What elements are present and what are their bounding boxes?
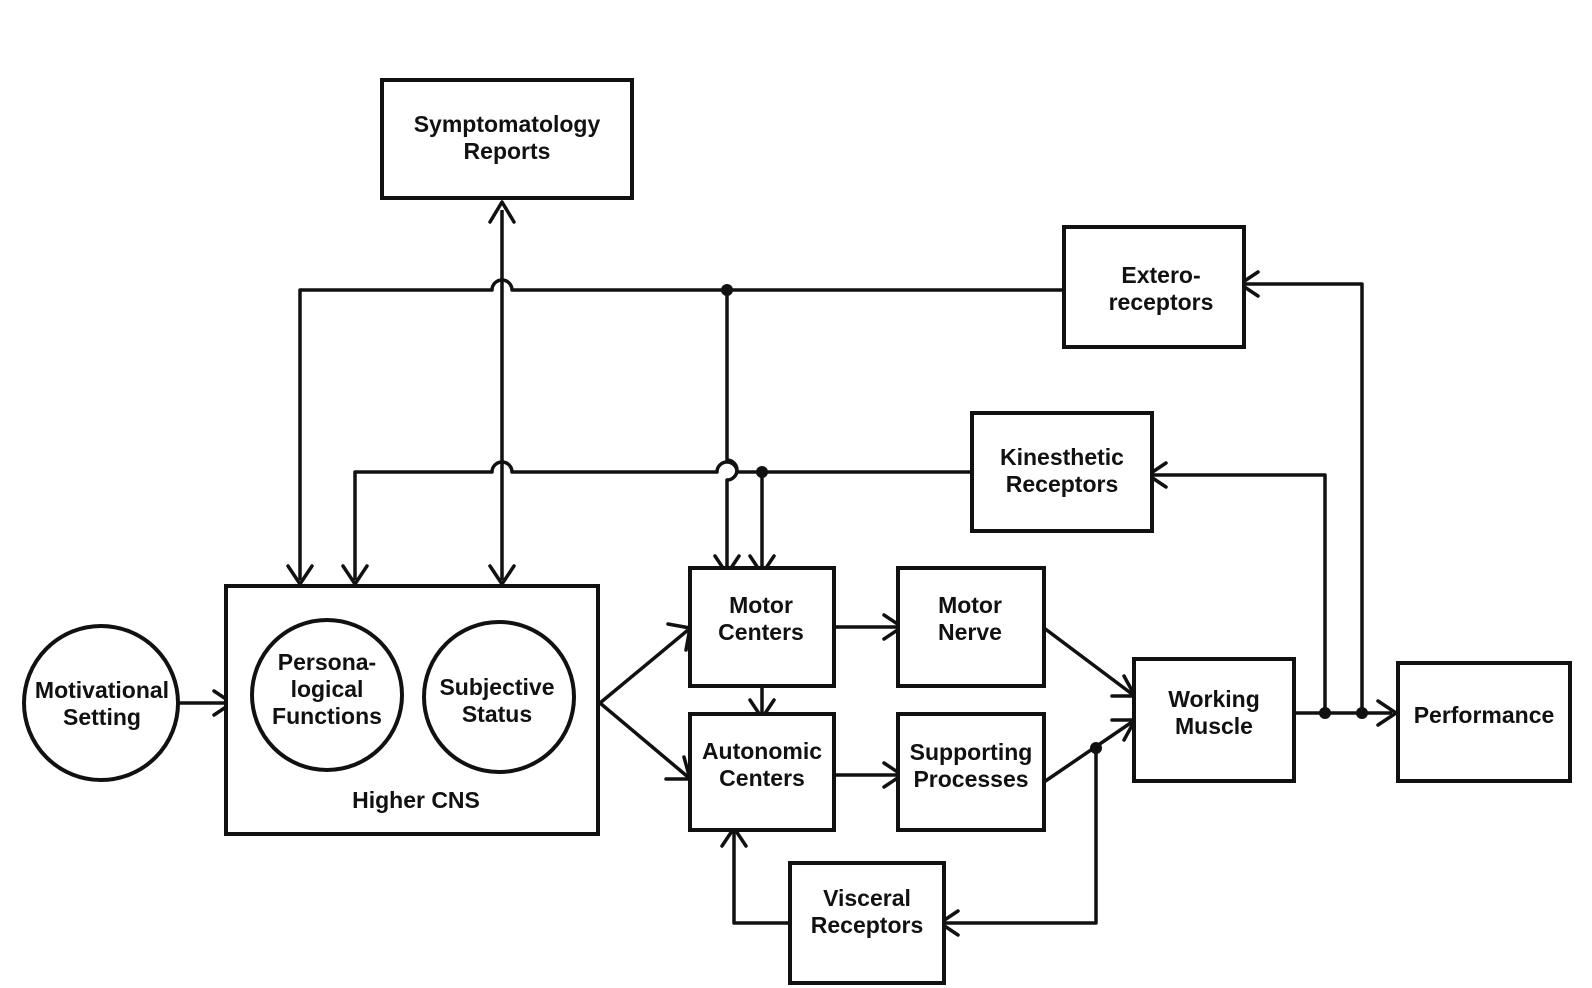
cns-to-centers-line: [598, 628, 690, 779]
junction-dot: [1356, 707, 1368, 719]
visceral-loop-line: [944, 748, 1098, 925]
performance-label: Performance: [1414, 702, 1555, 728]
personalogical-functions-circle: [250, 618, 404, 772]
subjective-status-circle: [422, 620, 576, 774]
arrowhead-up: [488, 200, 516, 224]
junction-dot: [756, 466, 768, 478]
kinesthetic-feedback-line: [353, 460, 970, 580]
extero-receptors-label-line: receptors: [1109, 289, 1214, 315]
working-muscle-label-line: Muscle: [1175, 713, 1253, 739]
motivational-setting-label-line: Motivational: [35, 677, 169, 703]
extero-receptors-label-line: Extero-: [1121, 262, 1200, 288]
higher-cns-label-line: Higher CNS: [352, 787, 480, 813]
junction-dot: [1090, 742, 1102, 754]
motor-centers-label-line: Motor: [729, 592, 793, 618]
motor-nerve-label-line: Nerve: [938, 619, 1002, 645]
junction-dots: [721, 284, 1368, 754]
kinesthetic-receptors-box: [970, 411, 1154, 533]
motivational-setting-circle: [22, 624, 180, 782]
subjective-status-label-line: Status: [462, 701, 532, 727]
connectors: [178, 210, 1392, 925]
boxes: [224, 78, 1572, 985]
symptomatology-reports-box: [380, 78, 634, 200]
autonomic-centers-box: [688, 712, 836, 832]
junction-dot: [1319, 707, 1331, 719]
subjective-status-label-line: Subjective: [439, 674, 554, 700]
arrowhead-diagonal: [1110, 718, 1137, 742]
motor-centers-label-line: Centers: [718, 619, 804, 645]
nerve-to-muscle-line: [1042, 626, 1134, 696]
motor-centers-box: [688, 566, 836, 688]
working-muscle-box: [1132, 657, 1296, 783]
motor-nerve-box: [896, 566, 1046, 688]
visceral-receptors-box: [788, 861, 946, 985]
extero-receptors-label: Extero-receptors: [1109, 262, 1214, 315]
extero-receptors-box: [1062, 225, 1246, 349]
personalogical-functions-label-line: logical: [291, 676, 364, 702]
autonomic-centers-label-line: Autonomic: [702, 738, 822, 764]
symptomatology-reports-label-line: Symptomatology: [414, 111, 601, 137]
performance-to-extero-line: [1244, 282, 1364, 713]
circles: [22, 618, 576, 782]
performance-label-line: Performance: [1414, 702, 1555, 728]
supporting-processes-label-line: Processes: [913, 766, 1028, 792]
kinesthetic-receptors-label-line: Kinesthetic: [1000, 444, 1124, 470]
performance-box: [1396, 661, 1572, 783]
personalogical-functions-label-line: Persona-: [278, 649, 376, 675]
visceral-receptors-label-line: Receptors: [811, 912, 923, 938]
motivational-setting-label-line: Setting: [63, 704, 141, 730]
extero-to-motor-line: [725, 290, 739, 570]
junction-dot: [721, 284, 733, 296]
autonomic-centers-label-line: Centers: [719, 765, 805, 791]
kinesthetic-receptors-label-line: Receptors: [1006, 471, 1118, 497]
visceral-to-autonomic-line: [732, 832, 788, 925]
personalogical-functions-label-line: Functions: [272, 703, 382, 729]
extero-feedback-line: [298, 278, 1062, 580]
supporting-to-muscle-line: [1043, 720, 1133, 784]
supporting-processes-box: [896, 712, 1046, 832]
higher-cns-label: Higher CNS: [352, 787, 480, 813]
supporting-processes-label-line: Supporting: [910, 739, 1033, 765]
working-muscle-label-line: Working: [1168, 686, 1260, 712]
motor-nerve-label-line: Motor: [938, 592, 1002, 618]
symptomatology-reports-label-line: Reports: [464, 138, 551, 164]
muscle-to-kinesthetic-line: [1152, 473, 1327, 713]
visceral-receptors-label-line: Visceral: [823, 885, 911, 911]
